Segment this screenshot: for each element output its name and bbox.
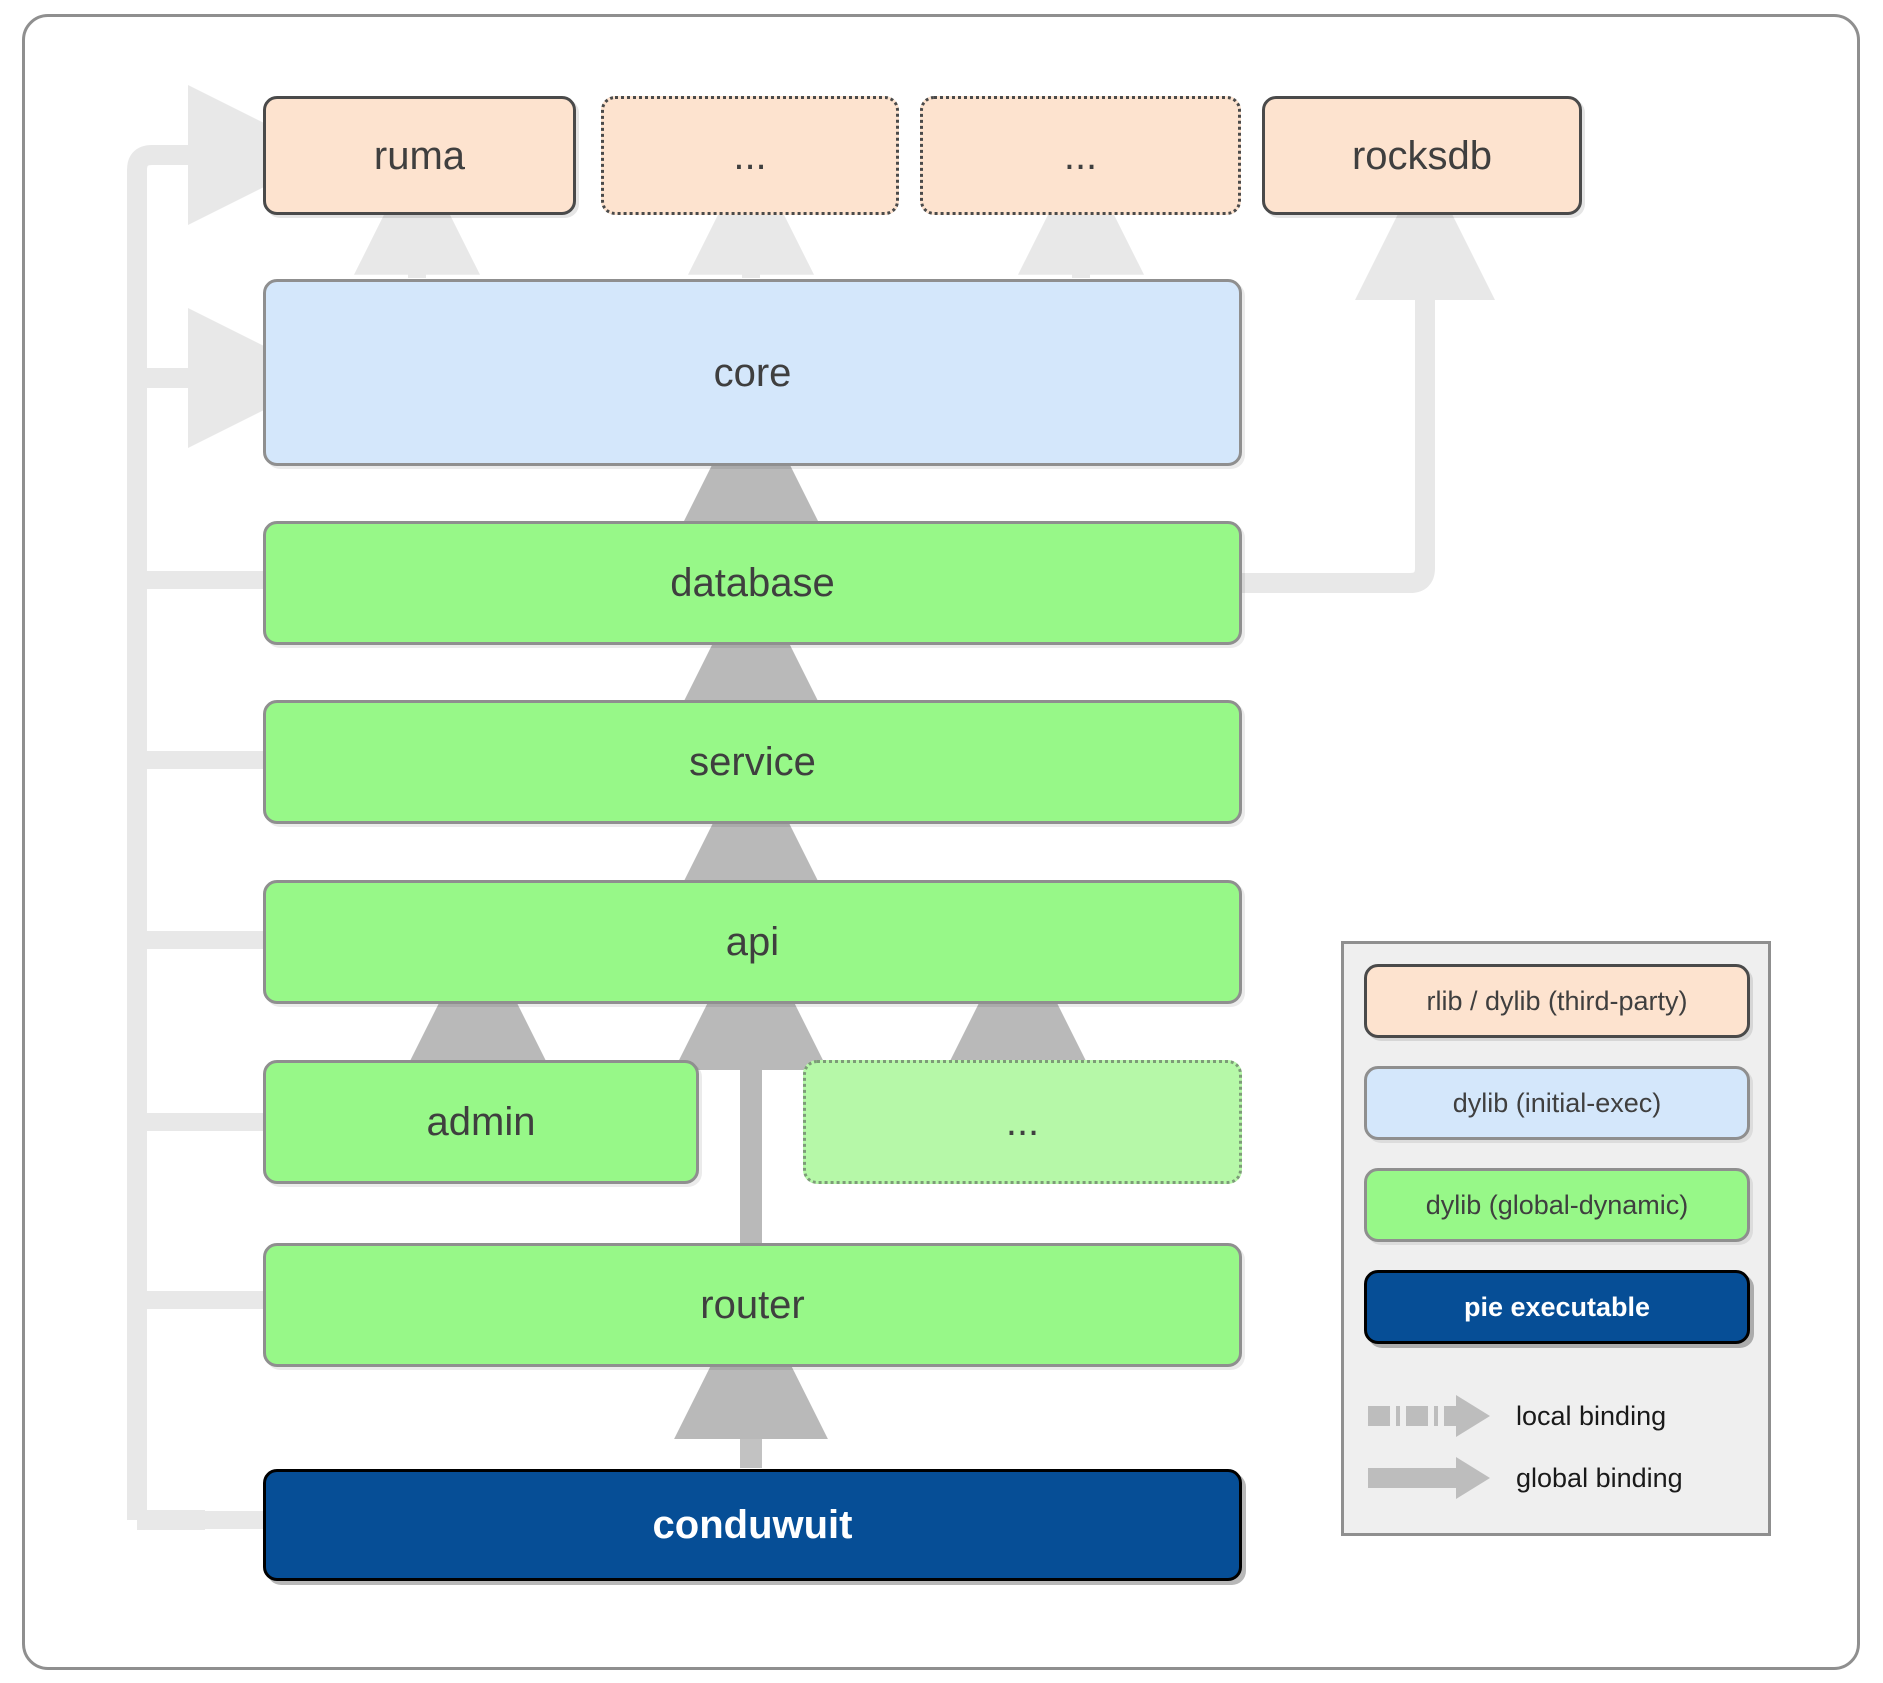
node-ellipsis-3[interactable]: ...	[803, 1060, 1242, 1184]
node-router[interactable]: router	[263, 1243, 1242, 1367]
node-label: service	[689, 740, 816, 784]
dashed-arrow-icon	[1368, 1395, 1490, 1437]
node-label: ...	[1005, 1100, 1040, 1144]
node-ellipsis-2[interactable]: ...	[920, 96, 1241, 215]
node-label: database	[670, 561, 835, 605]
legend-label: local binding	[1516, 1400, 1667, 1431]
node-ellipsis-1[interactable]: ...	[601, 96, 899, 215]
legend-swatch-global-dynamic: dylib (global-dynamic)	[1364, 1168, 1750, 1242]
legend-label: dylib (initial-exec)	[1452, 1087, 1662, 1118]
legend-label: pie executable	[1463, 1291, 1651, 1322]
node-label: conduwuit	[652, 1503, 853, 1547]
node-rocksdb[interactable]: rocksdb	[1262, 96, 1582, 215]
legend-swatch-third-party: rlib / dylib (third-party)	[1364, 964, 1750, 1038]
node-label: rocksdb	[1351, 133, 1493, 178]
node-core[interactable]: core	[263, 279, 1242, 466]
node-label: router	[700, 1283, 805, 1327]
legend-swatch-initial-exec: dylib (initial-exec)	[1364, 1066, 1750, 1140]
legend-label: dylib (global-dynamic)	[1425, 1189, 1689, 1220]
legend-label: rlib / dylib (third-party)	[1426, 985, 1688, 1016]
legend-swatch-pie-executable: pie executable	[1364, 1270, 1750, 1344]
node-admin[interactable]: admin	[263, 1060, 699, 1184]
node-service[interactable]: service	[263, 700, 1242, 824]
node-label: api	[725, 920, 780, 964]
legend-panel: rlib / dylib (third-party) dylib (initia…	[1341, 941, 1771, 1536]
node-ruma[interactable]: ruma	[263, 96, 576, 215]
legend-binding-global: global binding	[1364, 1450, 1754, 1506]
legend-binding-local: local binding	[1364, 1388, 1754, 1444]
solid-arrow-icon	[1368, 1457, 1490, 1499]
node-label: ...	[733, 133, 767, 178]
node-label: admin	[426, 1100, 536, 1144]
node-label: core	[713, 350, 792, 395]
node-label: ruma	[373, 133, 466, 178]
legend-label: global binding	[1516, 1462, 1683, 1493]
node-label: ...	[1063, 133, 1098, 178]
node-database[interactable]: database	[263, 521, 1242, 645]
node-api[interactable]: api	[263, 880, 1242, 1004]
node-conduwuit[interactable]: conduwuit	[263, 1469, 1242, 1581]
